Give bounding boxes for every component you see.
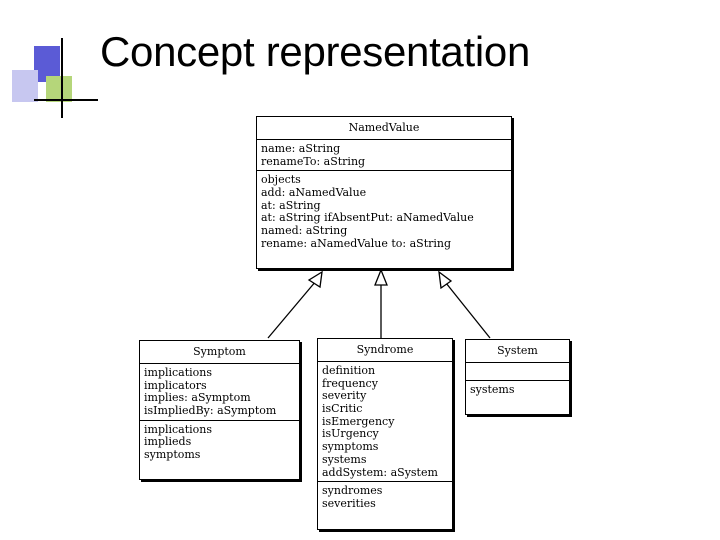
attributes-section: implications implicators implies: aSympt… bbox=[140, 364, 299, 421]
class-name: System bbox=[466, 340, 569, 363]
attribute: name: aString bbox=[261, 143, 341, 155]
attribute: implicators bbox=[144, 379, 207, 392]
class-system: System systems bbox=[465, 339, 570, 415]
slide-title: Concept representation bbox=[100, 28, 531, 75]
attributes-section: name: aString renameTo: aString bbox=[257, 140, 511, 172]
method: rename: aNamedValue to: aString bbox=[261, 237, 452, 250]
attribute: frequency bbox=[322, 377, 378, 390]
attribute: renameTo: aString bbox=[261, 155, 366, 168]
class-syndrome: Syndrome definition frequency severity i… bbox=[317, 338, 453, 530]
attribute: addSystem: aSystem bbox=[322, 466, 438, 479]
method: at: aString bbox=[261, 199, 321, 212]
attribute: symptoms bbox=[322, 441, 379, 454]
method: symptoms bbox=[144, 449, 201, 462]
method: add: aNamedValue bbox=[261, 187, 367, 200]
methods-section: implications implieds symptoms bbox=[140, 421, 299, 464]
method: objects bbox=[261, 174, 301, 187]
methods-section: objects add: aNamedValue at: aString at:… bbox=[257, 171, 511, 252]
attribute: systems bbox=[322, 453, 367, 466]
methods-section: syndromes severities bbox=[318, 482, 452, 512]
method: implieds bbox=[144, 436, 192, 449]
class-name: Syndrome bbox=[318, 339, 452, 362]
class-symptom: Symptom implications implicators implies… bbox=[139, 340, 300, 480]
method: systems bbox=[470, 384, 515, 396]
attribute: implications bbox=[144, 367, 213, 379]
attribute: implies: aSymptom bbox=[144, 392, 251, 405]
class-namedvalue: NamedValue name: aString renameTo: aStri… bbox=[256, 116, 512, 269]
attribute: isEmergency bbox=[322, 415, 395, 428]
attribute: isCritic bbox=[322, 403, 363, 416]
method: implications bbox=[144, 423, 213, 436]
attributes-section: definition frequency severity isCritic i… bbox=[318, 362, 452, 483]
method: named: aString bbox=[261, 225, 348, 238]
slide-decoration bbox=[12, 38, 98, 118]
method: at: aString ifAbsentPut: aNamedValue bbox=[261, 212, 474, 225]
class-name: Symptom bbox=[140, 341, 299, 364]
attribute: isUrgency bbox=[322, 428, 379, 441]
method: syndromes bbox=[322, 485, 383, 498]
attributes-section bbox=[466, 363, 569, 381]
methods-section: systems bbox=[466, 381, 569, 399]
method: severities bbox=[322, 497, 376, 510]
attribute: isImpliedBy: aSymptom bbox=[144, 405, 277, 418]
attribute: definition bbox=[322, 365, 376, 377]
attribute: severity bbox=[322, 390, 367, 403]
class-name: NamedValue bbox=[257, 117, 511, 140]
